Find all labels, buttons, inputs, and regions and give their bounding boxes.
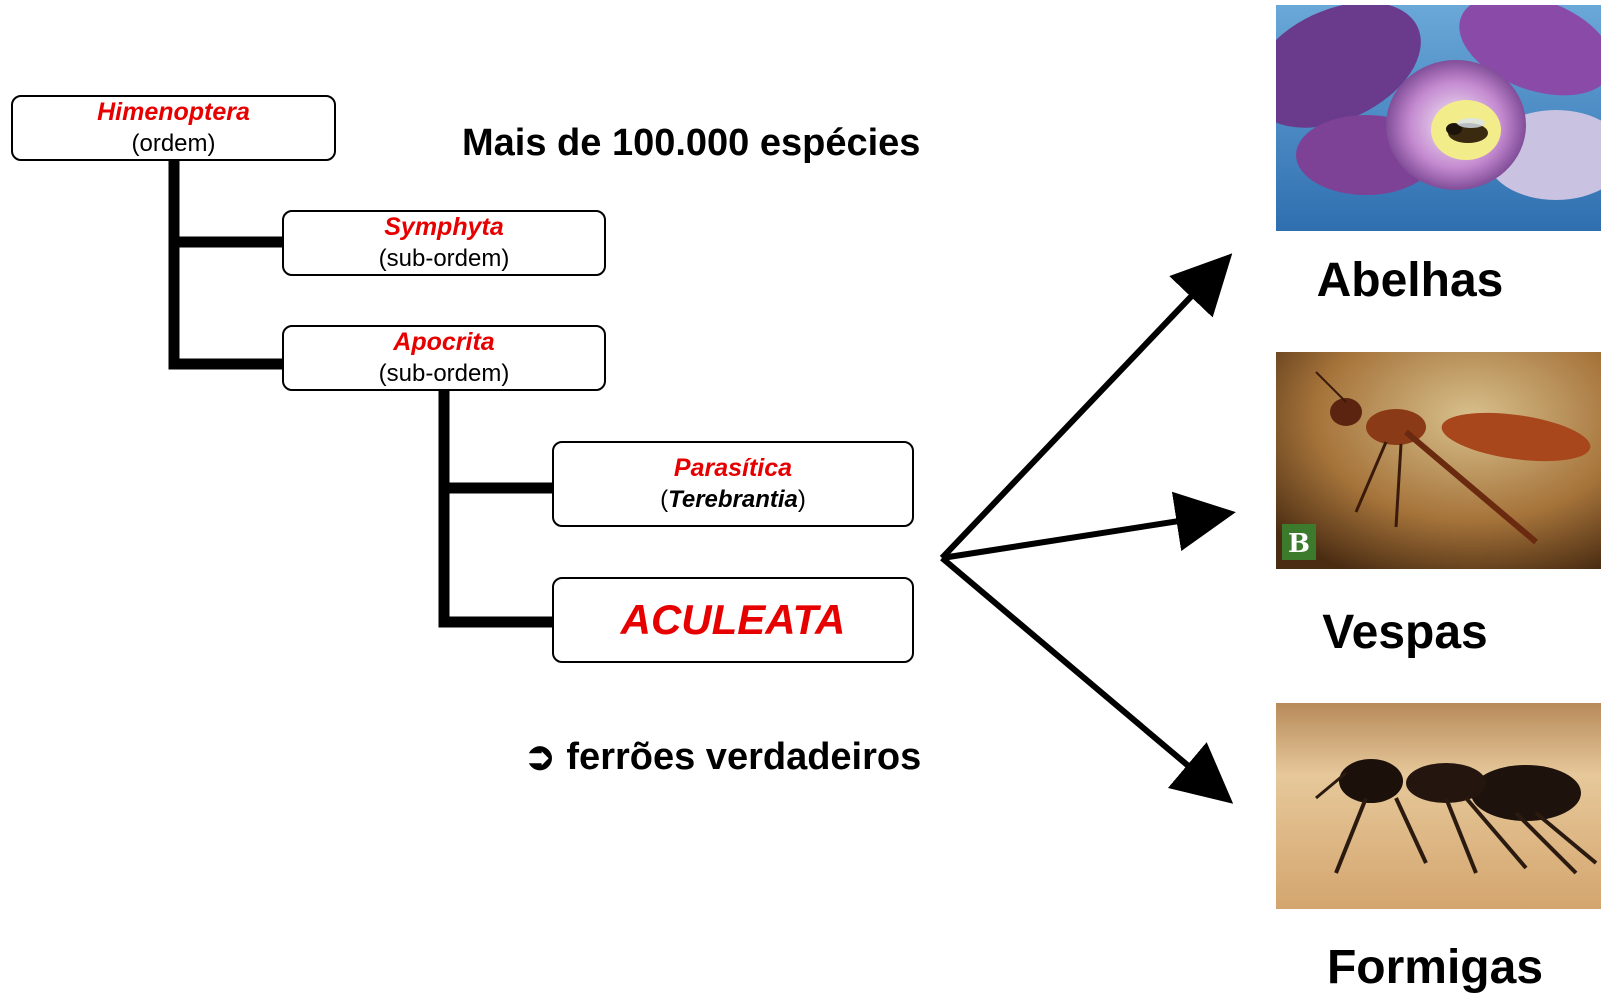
node-symphyta: Symphyta (sub-ordem) bbox=[282, 210, 606, 276]
feature-line: ➲ ferrões verdadeiros bbox=[524, 734, 921, 779]
node-apocrita: Apocrita (sub-ordem) bbox=[282, 325, 606, 391]
bee-on-orchid-photo bbox=[1276, 5, 1601, 231]
node-parasitica: Parasítica (Terebrantia) bbox=[552, 441, 914, 527]
arrow-to-abelhas bbox=[939, 253, 1233, 561]
connector-root-suborders bbox=[168, 160, 282, 370]
group-label-abelhas: Abelhas bbox=[1316, 254, 1504, 307]
taxon-name: Symphyta bbox=[384, 213, 504, 242]
species-count: Mais de 100.000 espécies bbox=[462, 122, 921, 164]
group-label-vespas: Vespas bbox=[1322, 606, 1488, 659]
taxon-rank: (ordem) bbox=[131, 129, 216, 157]
node-himenoptera: Himenoptera (ordem) bbox=[11, 95, 336, 161]
taxon-rank: (sub-ordem) bbox=[378, 244, 510, 272]
connector-apocrita-children bbox=[438, 390, 552, 628]
taxon-name: ACULEATA bbox=[620, 595, 846, 643]
node-aculeata: ACULEATA bbox=[552, 577, 914, 663]
arrow-bullet-icon: ➲ bbox=[524, 736, 556, 778]
arrow-to-formigas bbox=[940, 555, 1234, 804]
taxon-rank: (sub-ordem) bbox=[378, 359, 510, 387]
group-label-formigas: Formigas bbox=[1326, 941, 1544, 994]
wasp-photo: B bbox=[1276, 352, 1601, 569]
taxon-rank: (Terebrantia) bbox=[660, 485, 806, 513]
ant-photo bbox=[1276, 703, 1601, 909]
taxon-name: Parasítica bbox=[673, 454, 793, 483]
taxon-name: Apocrita bbox=[393, 328, 495, 357]
feature-text: ferrões verdadeiros bbox=[566, 736, 922, 778]
taxon-synonym: Terebrantia bbox=[668, 485, 798, 513]
taxon-name: Himenoptera bbox=[97, 98, 250, 127]
arrow-to-vespas bbox=[941, 491, 1236, 561]
logo-text: B bbox=[1288, 529, 1310, 559]
